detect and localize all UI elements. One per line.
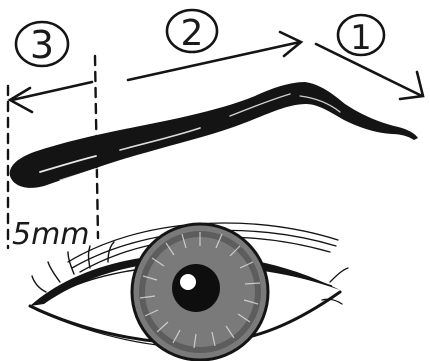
eyebrow: [10, 82, 418, 188]
measurement-label: 5mm: [12, 217, 90, 252]
step-3-arrow: [10, 82, 92, 112]
step-1-marker: 1: [338, 15, 384, 58]
step-2-number: 2: [181, 13, 204, 54]
step-2-marker: 2: [167, 10, 217, 54]
eye-highlight: [180, 274, 196, 290]
pupil: [172, 264, 220, 312]
step-3-number: 3: [30, 23, 54, 67]
step-1-number: 1: [350, 18, 372, 58]
step-3-marker: 3: [16, 22, 68, 67]
